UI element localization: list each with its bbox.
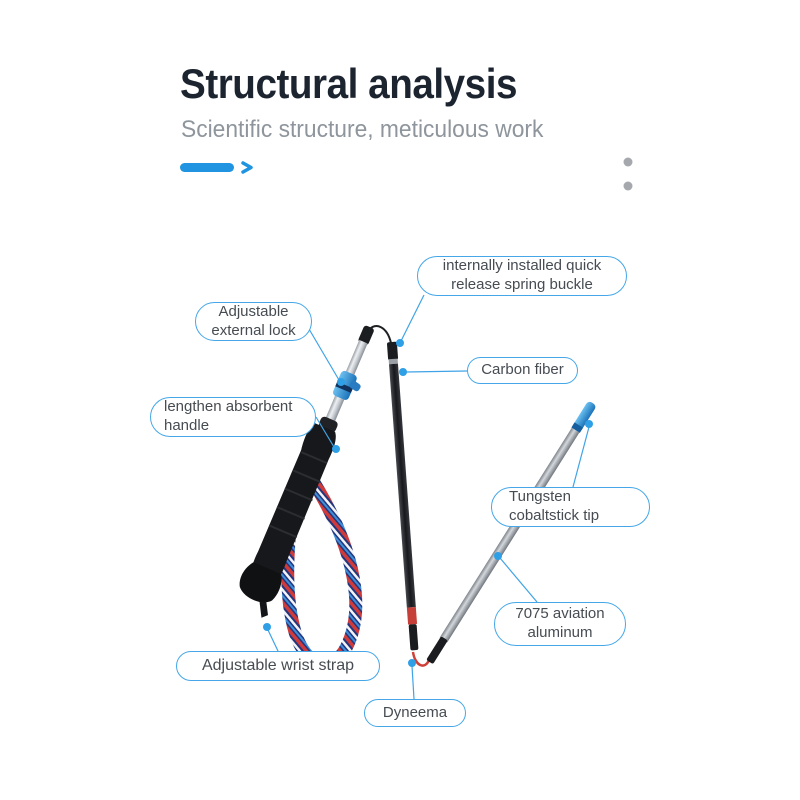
page-subtitle: Scientific structure, meticulous work [181,116,544,143]
chevron-right-icon [241,161,253,174]
callout-wrist-strap: Adjustable wrist strap [176,651,380,681]
callout-quick-release-buckle: internally installed quick release sprin… [417,256,627,296]
lock-lever [349,380,361,392]
callout-absorbent-handle: lengthen absorbent handle [150,397,316,437]
dot-icon [623,181,633,191]
connector-dots [263,339,593,667]
tungsten-tip-graphic [572,401,596,432]
handle-segment [239,325,374,618]
callout-external-lock: Adjustable external lock [195,302,312,341]
aluminum-segment [426,401,596,664]
foam-grip [251,423,336,589]
connecting-cord [368,325,392,344]
page-title: Structural analysis [180,60,518,107]
callout-connectors [267,294,590,700]
callout-carbon-fiber: Carbon fiber [467,357,578,384]
accent-underline-decoration [180,161,253,174]
callout-tungsten-tip: Tungsten cobaltstick tip [491,487,650,527]
accent-bar [180,163,234,172]
callout-dyneema: Dyneema [364,699,466,727]
callout-aviation-aluminum: 7075 aviation aluminum [494,602,626,646]
carbon-segment [387,341,419,651]
decor-dots [623,157,633,191]
dot-icon [623,157,633,167]
dyneema-cord [411,651,431,667]
